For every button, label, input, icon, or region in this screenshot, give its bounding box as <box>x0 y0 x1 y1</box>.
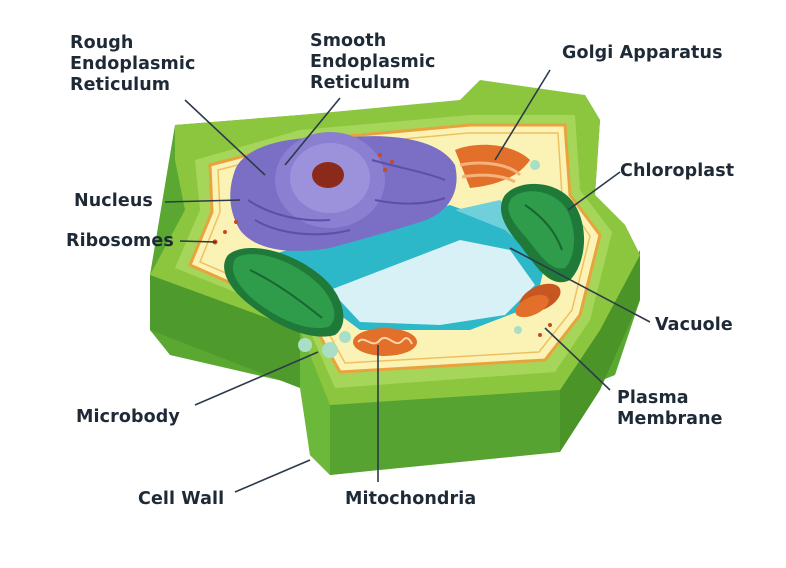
leader-ribosomes <box>179 240 217 243</box>
label-chloroplast: Chloroplast <box>620 161 735 181</box>
label-ribosomes: Ribosomes <box>66 231 174 251</box>
leader-microbody <box>194 351 319 406</box>
label-golgi-apparatus: Golgi Apparatus <box>562 43 723 63</box>
golgi-apparatus <box>455 144 540 188</box>
label-rough-endoplasmic-reticulum: Rough Endoplasmic Reticulum <box>70 33 196 95</box>
label-microbody: Microbody <box>76 407 180 427</box>
leader-vacuole <box>509 247 651 323</box>
label-nucleus: Nucleus <box>74 191 153 211</box>
leader-golgi <box>494 69 551 161</box>
leader-lines <box>164 69 651 493</box>
nucleolus <box>312 162 344 188</box>
label-smooth-endoplasmic-reticulum: Smooth Endoplasmic Reticulum <box>310 31 436 93</box>
label-cell-wall: Cell Wall <box>138 489 225 509</box>
label-mitochondria: Mitochondria <box>345 489 477 509</box>
label-plasma-membrane: Plasma Membrane <box>617 388 723 429</box>
leader-cell-wall <box>234 459 311 493</box>
leader-nucleus <box>164 199 241 203</box>
nucleus <box>230 132 457 251</box>
microbodies <box>298 160 540 358</box>
label-vacuole: Vacuole <box>655 315 733 335</box>
mitochondria <box>353 283 561 356</box>
leader-chloroplast <box>567 171 621 211</box>
leader-rough-er <box>184 99 266 176</box>
chloroplast-left <box>224 247 344 337</box>
leader-plasma-membrane <box>544 327 611 391</box>
leader-smooth-er <box>284 97 341 166</box>
chloroplast-right <box>500 183 585 283</box>
ribosomes <box>212 153 552 337</box>
